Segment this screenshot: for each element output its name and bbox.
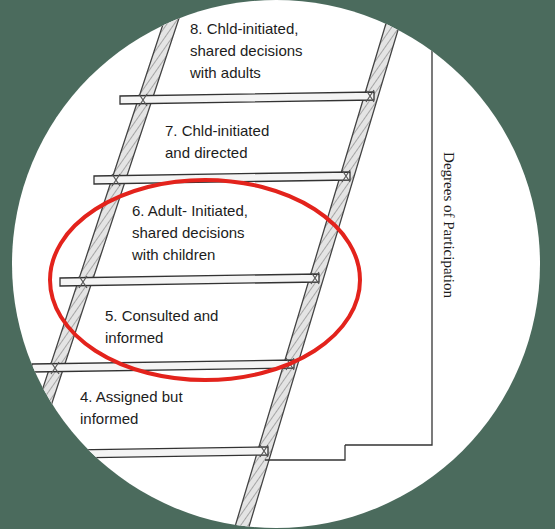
rung-lashing <box>366 90 374 102</box>
rung-lashing <box>311 272 319 284</box>
rung-label: 8. Chld-initiated, shared decisions with… <box>190 18 325 84</box>
rung-lashing <box>112 174 120 186</box>
bracket-line <box>265 445 345 460</box>
ladder-rung <box>3 447 268 459</box>
axis-label: Degrees of Participation <box>440 152 458 298</box>
bracket-line <box>345 15 432 445</box>
rung-label: 6. Adult- Initiated, shared decisions wi… <box>132 200 270 266</box>
highlight-ellipse <box>50 180 360 380</box>
rung-lashing <box>342 170 350 182</box>
rung-lashing <box>139 94 147 106</box>
rung-lashing <box>51 362 59 374</box>
rung-lashing <box>79 276 87 288</box>
rung-label: 7. Chld-initiated and directed <box>165 120 295 164</box>
rung-lashing <box>260 445 268 457</box>
rung-label: 5. Consulted and informed <box>105 305 240 349</box>
ladder-rung <box>60 274 319 286</box>
ladder-rung <box>120 92 374 104</box>
rung-label: 4. Assigned but informed <box>80 386 210 430</box>
ladder-rung <box>32 360 294 372</box>
